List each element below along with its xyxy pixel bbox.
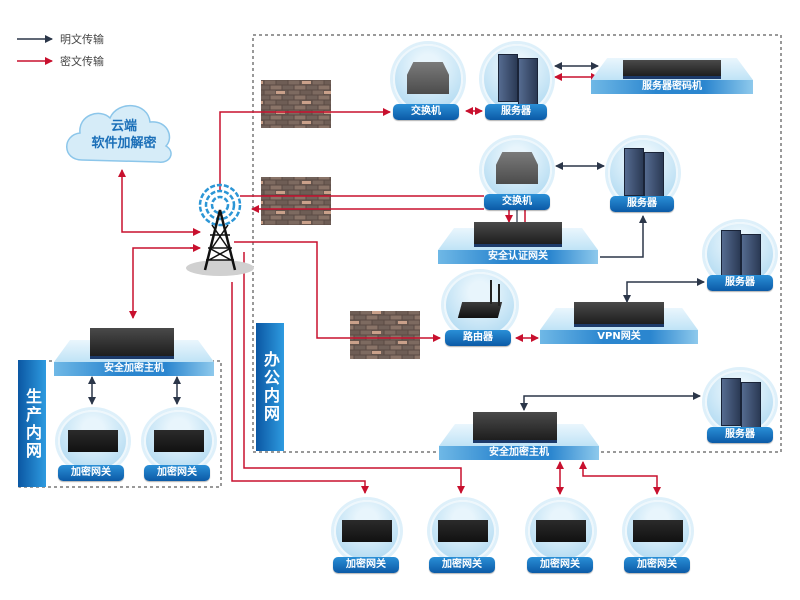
- server3-label[interactable]: 服务器: [707, 275, 773, 291]
- production-zone-label: 生产内网: [18, 360, 46, 487]
- server-rack-icon: [498, 54, 518, 102]
- rack-device-icon: [90, 328, 174, 359]
- remote-gw1-icon-bg: [334, 500, 400, 562]
- office-host-label: 安全加密主机: [439, 446, 599, 460]
- cloud-label: 云端 软件加解密: [74, 118, 174, 152]
- rack-device-icon: [474, 222, 562, 247]
- cloud-label-line2: 软件加解密: [91, 136, 157, 151]
- prod-gw2-label[interactable]: 加密网关: [144, 465, 210, 481]
- switch2-label[interactable]: 交换机: [484, 194, 550, 210]
- switch1-label[interactable]: 交换机: [393, 104, 459, 120]
- prod-gw1-icon-bg: [58, 410, 128, 472]
- cloud-label-line1: 云端: [110, 119, 137, 134]
- vpn-gateway-label: VPN网关: [540, 330, 698, 344]
- link-cloud-tower: [118, 169, 190, 233]
- switch-icon: [407, 62, 449, 94]
- switch2-icon-bg: [482, 138, 552, 202]
- rack-device-icon: [623, 60, 721, 79]
- router-icon: [457, 302, 503, 318]
- server-rack-icon: [644, 152, 664, 200]
- legend-plain-label: 明文传输: [60, 33, 104, 46]
- switch1-icon-bg: [393, 44, 463, 114]
- auth-gateway-label: 安全认证网关: [438, 250, 598, 264]
- server-rack-icon: [741, 382, 761, 430]
- auth-gateway-platform[interactable]: 安全认证网关: [438, 222, 598, 264]
- remote-gw3-label[interactable]: 加密网关: [527, 557, 593, 573]
- legend-cipher-label: 密文传输: [60, 55, 104, 68]
- link-tower-prodhost: [129, 247, 198, 319]
- server-crypto-label: 服务器密码机: [591, 80, 753, 94]
- server-rack-icon: [518, 58, 538, 106]
- router-icon-bg: [444, 272, 516, 338]
- link-officehost-server4: [520, 392, 701, 411]
- production-zone-border: [18, 360, 222, 488]
- gateway-box-icon: [438, 520, 488, 542]
- rack-device-icon: [574, 302, 664, 327]
- server4-icon-bg: [705, 370, 775, 434]
- gateway-box-icon: [154, 430, 204, 452]
- prod-gw1-label[interactable]: 加密网关: [58, 465, 124, 481]
- remote-gw2-icon-bg: [430, 500, 496, 562]
- server1-icon-bg: [482, 44, 552, 114]
- wireless-tower-icon: [186, 183, 254, 276]
- firewall-1: [261, 80, 331, 128]
- gateway-box-icon: [633, 520, 683, 542]
- server-rack-icon: [721, 230, 741, 278]
- link-tower-remote1: [231, 282, 369, 494]
- server1-label[interactable]: 服务器: [485, 104, 547, 120]
- rack-device-icon: [473, 412, 557, 443]
- vpn-gateway-platform[interactable]: VPN网关: [540, 302, 698, 344]
- router-label[interactable]: 路由器: [445, 330, 511, 346]
- server-rack-icon: [624, 148, 644, 196]
- gateway-box-icon: [342, 520, 392, 542]
- link-vpn-server3: [623, 278, 705, 303]
- server-crypto-platform[interactable]: 服务器密码机: [591, 58, 753, 94]
- server2-label[interactable]: 服务器: [610, 196, 674, 212]
- prod-host-platform[interactable]: 安全加密主机: [54, 328, 214, 376]
- firewall-3: [350, 311, 420, 359]
- link-tower-switch1: [219, 108, 391, 192]
- remote-gw4-label[interactable]: 加密网关: [624, 557, 690, 573]
- remote-gw2-label[interactable]: 加密网关: [429, 557, 495, 573]
- link-tower-router: [234, 241, 441, 342]
- prod-host-label: 安全加密主机: [54, 362, 214, 376]
- gateway-box-icon: [536, 520, 586, 542]
- server-rack-icon: [721, 378, 741, 426]
- remote-gw1-label[interactable]: 加密网关: [333, 557, 399, 573]
- office-host-platform[interactable]: 安全加密主机: [439, 412, 599, 460]
- cloud-icon: [66, 104, 172, 163]
- office-zone-label: 办公内网: [256, 323, 284, 451]
- firewall-2: [261, 177, 331, 225]
- router-antenna-icon: [498, 284, 500, 306]
- prod-gw2-icon-bg: [144, 410, 214, 472]
- link-auth-server2: [600, 215, 647, 258]
- router-antenna-icon: [490, 280, 492, 304]
- gateway-box-icon: [68, 430, 118, 452]
- switch-icon: [496, 152, 538, 184]
- link-officehost-remote4: [579, 461, 661, 495]
- link-tower-remote2: [243, 252, 465, 494]
- remote-gw3-icon-bg: [528, 500, 594, 562]
- remote-gw4-icon-bg: [625, 500, 691, 562]
- server4-label[interactable]: 服务器: [707, 427, 773, 443]
